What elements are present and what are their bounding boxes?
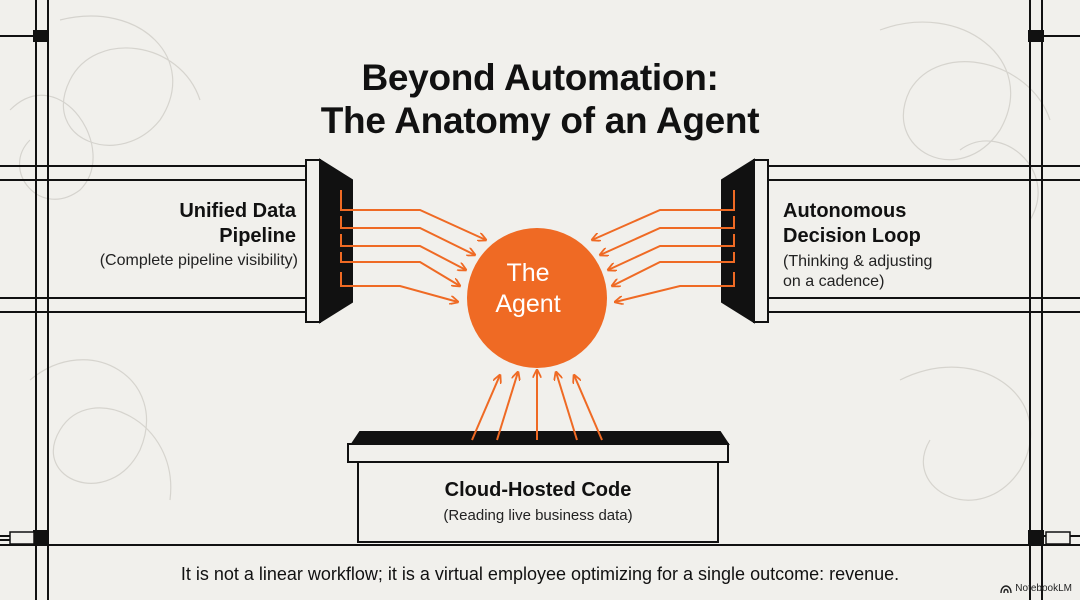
notebooklm-logo-icon xyxy=(1000,584,1012,593)
agent-circle xyxy=(467,228,607,368)
agent-label: The Agent xyxy=(458,258,598,320)
right-node-title-line1: Autonomous xyxy=(783,200,907,222)
brand-badge: NotebookLM xyxy=(1000,583,1072,595)
left-arrows xyxy=(340,190,486,302)
bottom-node-subtitle: (Reading live business data) xyxy=(443,507,633,524)
bottom-arrows xyxy=(471,370,603,441)
page-title-line2: The Anatomy of an Agent xyxy=(320,100,760,141)
brand-label: NotebookLM xyxy=(1015,583,1072,594)
page-title-line1: Beyond Automation: xyxy=(361,57,719,98)
right-node-subtitle-line2: on a cadence) xyxy=(783,273,885,290)
right-beam xyxy=(768,165,1080,313)
agent-label-line1: The xyxy=(506,259,550,287)
right-node-label: Autonomous Decision Loop (Thinking & adj… xyxy=(783,199,932,292)
right-arrows xyxy=(592,190,735,302)
bottom-node-title: Cloud-Hosted Code xyxy=(444,479,632,501)
left-connector xyxy=(305,158,353,324)
frame-joints xyxy=(33,30,1044,544)
decorative-swirls xyxy=(9,15,1051,501)
bottom-box xyxy=(347,431,730,543)
agent-label-line2: Agent xyxy=(495,290,561,318)
footer-caption: It is not a linear workflow; it is a vir… xyxy=(180,564,900,584)
right-node-subtitle-line1: (Thinking & adjusting xyxy=(783,253,933,270)
left-node-subtitle: (Complete pipeline visibility) xyxy=(99,252,298,269)
left-node-label: Unified Data Pipeline xyxy=(179,199,296,249)
right-node-title-line2: Decision Loop xyxy=(783,225,921,247)
left-node-title-line1: Unified Data xyxy=(179,200,296,222)
left-beam xyxy=(0,165,306,313)
left-node-title-line2: Pipeline xyxy=(219,225,296,247)
bottom-node-label: Cloud-Hosted Code (Reading live business… xyxy=(358,478,718,526)
right-connector xyxy=(721,158,769,324)
